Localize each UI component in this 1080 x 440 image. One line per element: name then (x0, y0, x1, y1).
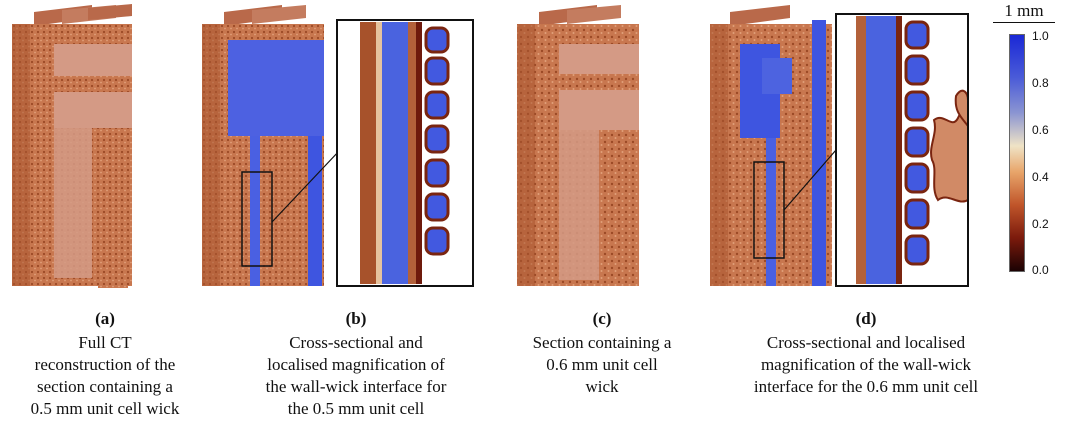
colorbar-tick: 1.0 (1032, 29, 1049, 43)
ct-render-d (710, 5, 837, 286)
caption-b: (b) Cross-sectional and localised magnif… (226, 308, 486, 420)
colorbar-tick: 0.8 (1032, 76, 1049, 90)
ct-render-a (12, 4, 132, 288)
caption-d: (d) Cross-sectional and localised magnif… (716, 308, 1016, 398)
colorbar-tick: 0.2 (1032, 217, 1049, 231)
figure: 1 mm 1.0 0.8 0.6 0.4 0.2 0.0 (12, 2, 1055, 288)
magnified-inset-d (835, 13, 969, 287)
panel-caption: Cross-sectional and localised magnificat… (753, 333, 979, 396)
scale-bar: 1 mm (993, 2, 1055, 23)
caption-a: (a) Full CT reconstruction of the sectio… (0, 308, 210, 420)
colorbar-tick: 0.4 (1032, 170, 1049, 184)
panel-caption: Cross-sectional and localised magnificat… (265, 333, 447, 418)
panel-letter: (a) (95, 309, 115, 328)
caption-c: (c) Section containing a 0.6 mm unit cel… (497, 308, 707, 398)
magnified-inset-b (336, 19, 474, 287)
colorbar-tick: 0.0 (1032, 263, 1049, 277)
panel-letter: (b) (345, 309, 367, 328)
panel-caption: Section containing a 0.6 mm unit cell wi… (532, 333, 672, 396)
panel-letter: (c) (592, 309, 612, 328)
colorbar-tick: 0.6 (1032, 123, 1049, 137)
ct-render-c (517, 5, 639, 286)
panel-caption: Full CT reconstruction of the section co… (30, 333, 180, 418)
scale-bar-line (993, 22, 1055, 23)
colorbar (1009, 34, 1025, 272)
scale-bar-label: 1 mm (1004, 1, 1044, 20)
ct-render-b (202, 5, 341, 286)
panel-letter: (d) (855, 309, 877, 328)
magnifier-box (241, 171, 273, 267)
